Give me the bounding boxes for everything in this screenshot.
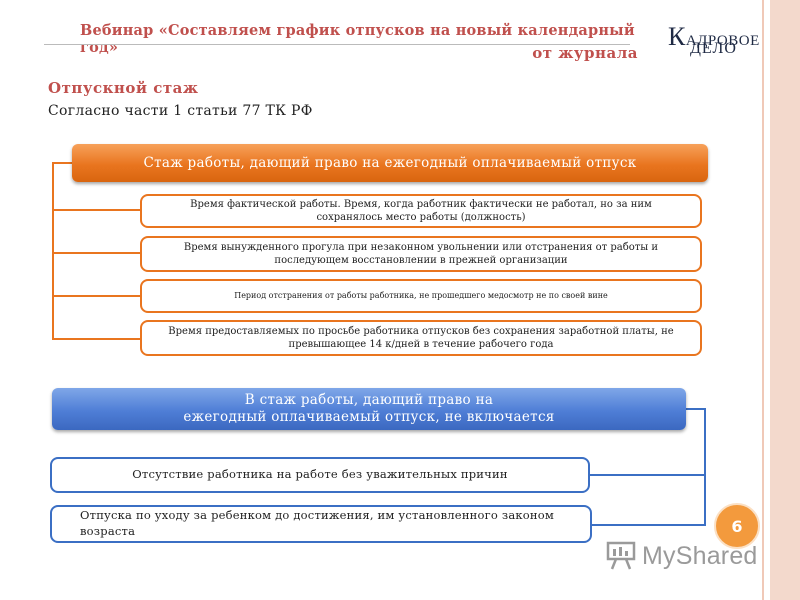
watermark-text: MyShared bbox=[642, 541, 758, 570]
excluded-header-line-1: В стаж работы, дающий право на bbox=[244, 392, 494, 409]
logo-line-2: ДЕЛО bbox=[690, 40, 737, 57]
included-header-bar: Стаж работы, дающий право на ежегодный о… bbox=[72, 144, 708, 182]
included-tree-branch-2 bbox=[52, 252, 142, 254]
excluded-item: Отпуска по уходу за ребенком до достижен… bbox=[50, 505, 592, 543]
included-item: Время вынужденного прогула при незаконно… bbox=[140, 236, 702, 272]
right-decorative-stripe bbox=[770, 0, 800, 600]
excluded-header-line-2: ежегодный оплачиваемый отпуск, не включа… bbox=[183, 409, 555, 425]
kadrovoe-delo-logo: КАДРОВОЕ ДЕЛО bbox=[668, 22, 759, 62]
included-item: Период отстранения от работы работника, … bbox=[140, 279, 702, 313]
included-item: Время фактической работы. Время, когда р… bbox=[140, 194, 702, 228]
section-title: Отпускной стаж bbox=[48, 79, 199, 97]
webinar-subtitle: от журнала bbox=[532, 44, 638, 62]
page-number-badge: 6 bbox=[714, 503, 760, 549]
included-tree-branch-top bbox=[52, 162, 72, 164]
webinar-title: Вебинар «Составляем график отпусков на н… bbox=[80, 22, 635, 56]
presentation-board-icon bbox=[606, 541, 638, 571]
included-tree-branch-1 bbox=[52, 209, 142, 211]
excluded-header-bar: В стаж работы, дающий право на ежегодный… bbox=[52, 388, 686, 430]
header-divider bbox=[44, 44, 630, 45]
excluded-tree-branch-top bbox=[686, 408, 706, 410]
included-tree-branch-3 bbox=[52, 295, 142, 297]
right-decorative-line bbox=[762, 0, 764, 600]
excluded-tree-connector bbox=[704, 408, 706, 526]
included-item: Время предоставляемых по просьбе работни… bbox=[140, 320, 702, 356]
excluded-item: Отсутствие работника на работе без уважи… bbox=[50, 457, 590, 493]
section-subtitle: Согласно части 1 статьи 77 ТК РФ bbox=[48, 103, 313, 119]
included-tree-branch-4 bbox=[52, 338, 142, 340]
excluded-tree-branch-2 bbox=[590, 524, 706, 526]
myshared-watermark: MyShared bbox=[606, 538, 758, 574]
included-tree-connector bbox=[52, 162, 54, 340]
logo-line-1: КАДРОВОЕ bbox=[668, 22, 760, 51]
excluded-tree-branch-1 bbox=[588, 474, 706, 476]
